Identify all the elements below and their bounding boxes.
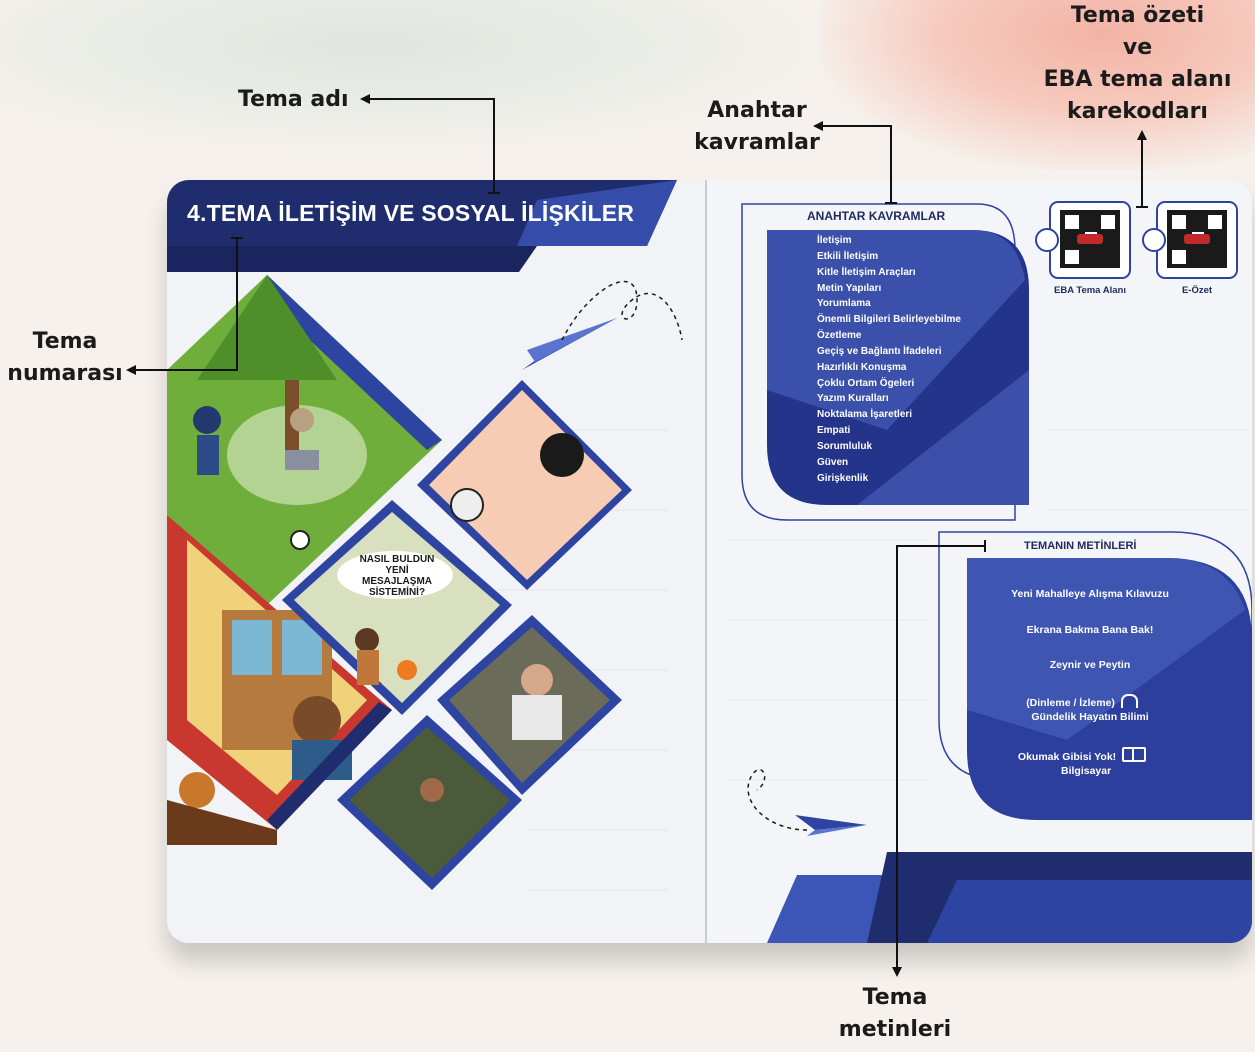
open-book-icon: [1122, 747, 1147, 762]
keyword-item: Etkili İletişim: [817, 250, 879, 262]
keyword-item: Önemli Bilgileri Belirleyebilme: [817, 314, 961, 326]
keywords-frame: [741, 203, 1016, 521]
forest-scene-diamond: [337, 715, 522, 890]
background-wash-pink: [820, 0, 1255, 170]
cat-scene-diamond: [417, 380, 632, 590]
keyword-item: Metin Yapıları: [817, 282, 882, 294]
keyword-item: Sorumluluk: [817, 440, 873, 452]
text-item: Ekrana Bakma Bana Bak!: [1026, 624, 1154, 636]
qr-eba-tema-alani: [1035, 201, 1131, 279]
qr-label-e-ozet: E-Özet: [1181, 285, 1213, 296]
qr-e-ozet: [1142, 201, 1238, 279]
text-item: Bilgisayar: [1061, 765, 1112, 777]
keyword-item: Güven: [817, 456, 849, 468]
theme-title: 4.TEMA İLETİŞİM VE SOSYAL İLİŞKİLER: [187, 200, 635, 226]
callout-tema-adi: Tema adı: [238, 87, 349, 112]
book-artwork: [167, 180, 1252, 943]
keyword-item: Yorumlama: [817, 298, 871, 310]
window-scene-diamond: [167, 515, 392, 845]
keywords-list: İletişim Etkili İletişim Kitle İletişim …: [817, 233, 961, 487]
keyword-item: Hazırlıklı Konuşma: [817, 361, 907, 373]
paper-plane-top: [522, 318, 617, 370]
book-spread: 4.TEMA İLETİŞİM VE SOSYAL İLİŞKİLER NASI…: [167, 180, 1252, 943]
photo-scene-diamond: [437, 615, 622, 795]
text-item: (Dinleme / İzleme): [962, 694, 1202, 709]
keyword-item: Kitle İletişim Araçları: [817, 266, 916, 278]
headphones-icon: [1120, 694, 1138, 708]
comic-scene-diamond: [282, 500, 512, 715]
keyword-item: Özetleme: [817, 330, 862, 342]
text-item: Zeynir ve Peytin: [1049, 659, 1131, 671]
keyword-item: Girişkenlik: [817, 472, 869, 484]
texts-header: TEMANIN METİNLERİ: [1024, 540, 1137, 552]
text-item: Yeni Mahalleye Alışma Kılavuzu: [1011, 588, 1169, 600]
qr-label-eba: EBA Tema Alanı: [1054, 285, 1126, 296]
keyword-item: Noktalama İşaretleri: [817, 409, 913, 421]
paper-plane-bottom: [795, 815, 867, 836]
text-item: Okumak Gibisi Yok!: [962, 747, 1202, 763]
keyword-item: İletişim: [817, 235, 852, 246]
keyword-item: Çoklu Ortam Ögeleri: [817, 377, 915, 389]
text-item: Gündelik Hayatın Bilimi: [1031, 711, 1149, 723]
keyword-item: Yazım Kuralları: [817, 393, 889, 405]
keyword-item: Empati: [817, 425, 851, 437]
keyword-item: Geçiş ve Bağlantı İfadeleri: [817, 345, 942, 357]
keywords-header: ANAHTAR KAVRAMLAR: [807, 209, 946, 223]
